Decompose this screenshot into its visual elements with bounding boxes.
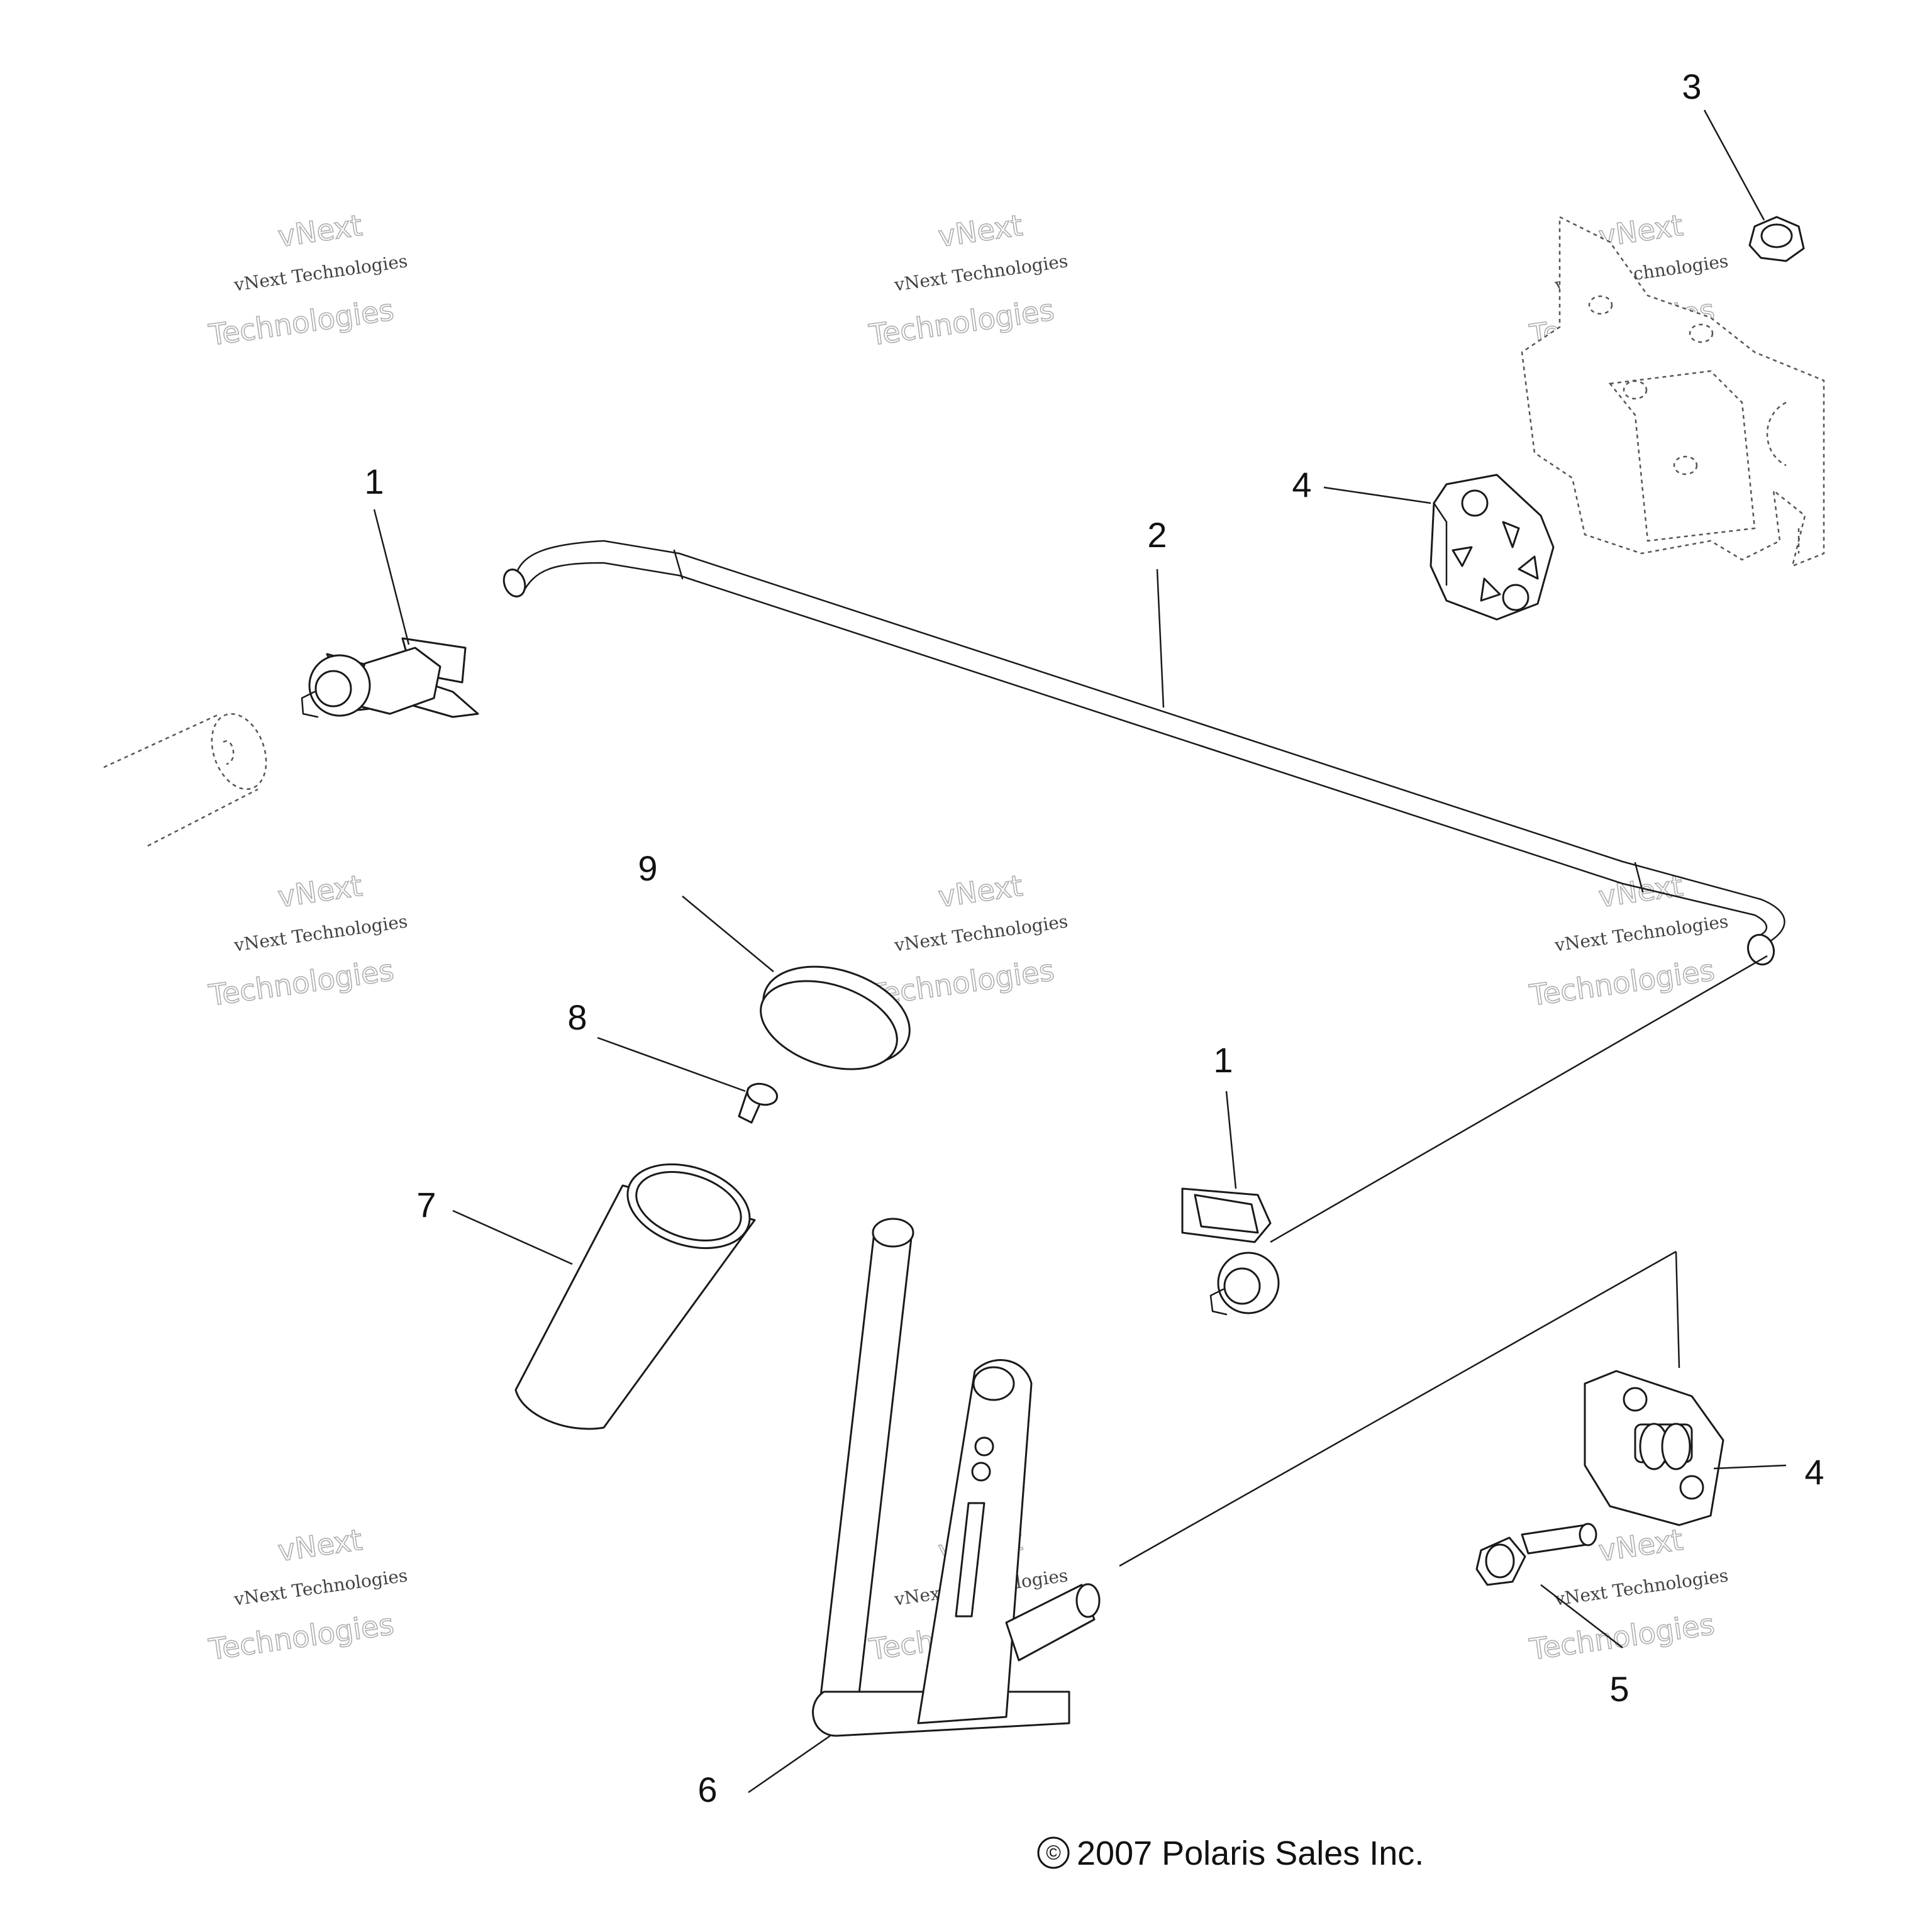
bushing-upper — [1430, 474, 1555, 621]
svg-text:vNext: vNext — [276, 1523, 365, 1568]
callout-5: 5 — [1609, 1669, 1629, 1709]
svg-text:vNext Technologies: vNext Technologies — [892, 250, 1069, 296]
watermark: vNext vNext Technologies Technologies — [206, 1522, 409, 1667]
callout-4-lower: 4 — [1804, 1452, 1824, 1492]
bolt — [1475, 1523, 1597, 1586]
svg-text:vNext: vNext — [936, 208, 1025, 253]
svg-text:Technologies: Technologies — [206, 953, 396, 1013]
watermark: vNext vNext Technologies Technologies — [1527, 868, 1730, 1013]
axle-tube-ghost — [103, 713, 267, 847]
svg-text:vNext Technologies: vNext Technologies — [892, 911, 1069, 956]
svg-text:vNext: vNext — [936, 869, 1025, 914]
svg-text:Technologies: Technologies — [206, 292, 396, 352]
watermark: vNext vNext Technologies Technologies — [867, 868, 1070, 1013]
sway-bar — [502, 540, 1785, 966]
svg-text:Technologies: Technologies — [206, 1607, 396, 1667]
callout-9: 9 — [638, 848, 657, 888]
callout-8: 8 — [567, 997, 587, 1037]
svg-text:vNext Technologies: vNext Technologies — [232, 1565, 409, 1610]
watermark: vNext vNext Technologies Technologies — [206, 868, 409, 1013]
svg-text:vNext: vNext — [276, 869, 365, 914]
callout-1-lower: 1 — [1213, 1040, 1233, 1080]
end-link-clamp-upper — [301, 637, 479, 718]
callout-7: 7 — [416, 1185, 436, 1224]
watermark: vNext vNext Technologies Technologies — [206, 208, 409, 353]
copyright-icon — [1037, 1836, 1070, 1869]
svg-text:vNext Technologies: vNext Technologies — [232, 911, 409, 956]
svg-text:Technologies: Technologies — [1527, 953, 1716, 1013]
watermark: vNext vNext Technologies Technologies — [867, 208, 1070, 353]
svg-text:Technologies: Technologies — [1527, 1607, 1716, 1667]
frame-bracket-ghost — [1521, 215, 1825, 568]
callout-4-upper: 4 — [1292, 465, 1311, 504]
callouts: 1 1 2 3 4 4 5 6 7 8 9 — [364, 67, 1824, 1809]
callout-6: 6 — [697, 1770, 717, 1809]
flange-nut — [1748, 216, 1805, 262]
svg-text:vNext Technologies: vNext Technologies — [232, 250, 409, 296]
screw — [738, 1082, 779, 1124]
svg-text:vNext Technologies: vNext Technologies — [1553, 1565, 1729, 1610]
end-cap — [760, 965, 911, 1070]
callout-2: 2 — [1147, 515, 1167, 555]
svg-text:Technologies: Technologies — [867, 292, 1056, 352]
bushing-lower — [1584, 1370, 1724, 1526]
svg-text:vNext: vNext — [276, 208, 365, 253]
leader-lines — [373, 109, 1787, 1794]
lever-arm — [812, 1218, 1101, 1737]
svg-text:©: © — [1046, 1841, 1061, 1863]
svg-text:2007 Polaris Sales Inc.: 2007 Polaris Sales Inc. — [1077, 1835, 1424, 1872]
svg-text:vNext Technologies: vNext Technologies — [1553, 911, 1729, 956]
grip-sleeve — [514, 1163, 756, 1430]
svg-text:vNext: vNext — [1597, 1523, 1685, 1568]
callout-3: 3 — [1682, 67, 1701, 106]
end-link-clamp-lower — [1181, 1187, 1280, 1316]
copyright-notice: © 2007 Polaris Sales Inc. — [1037, 1835, 1424, 1872]
callout-1-upper: 1 — [364, 462, 384, 501]
